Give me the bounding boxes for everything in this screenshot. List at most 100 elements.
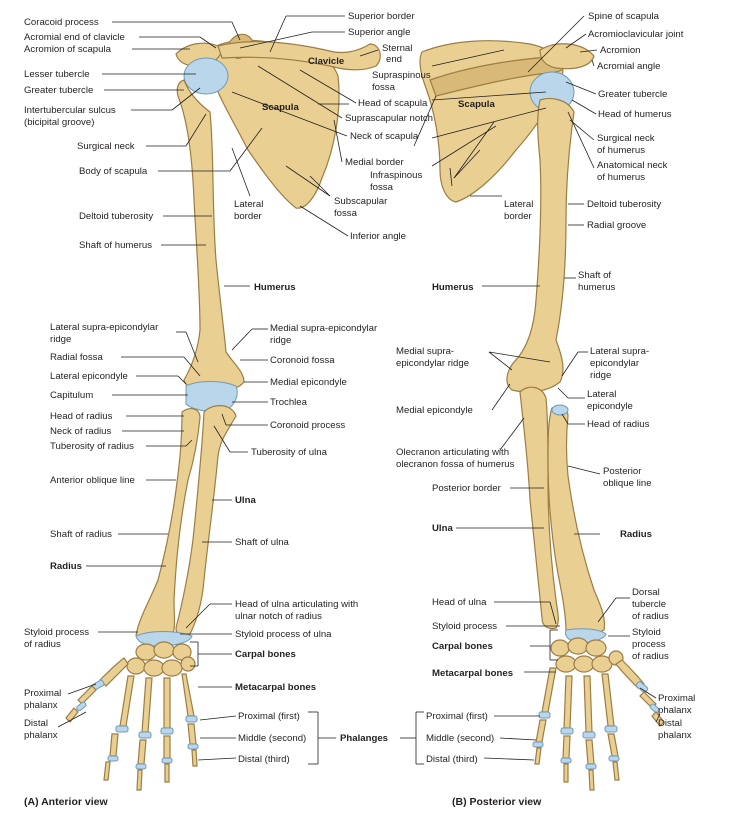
leader-lines bbox=[57, 15, 661, 765]
label-medial-epicondyle-posterior: Medial epicondyle bbox=[396, 405, 473, 416]
label-humerus-posterior: Humerus bbox=[432, 282, 474, 293]
label-anatomical-neck-2: of humerus bbox=[597, 172, 645, 183]
label-acromioclavicular-joint: Acromioclavicular joint bbox=[588, 29, 684, 40]
posterior-ulna bbox=[519, 386, 559, 630]
label-proximal-phalanx-posterior-2: phalanx bbox=[658, 705, 692, 716]
label-distal-third-posterior: Distal (third) bbox=[426, 754, 478, 765]
label-shaft-of-humerus-posterior: Shaft of bbox=[578, 270, 611, 281]
label-acromial-angle: Acromial angle bbox=[597, 61, 660, 72]
label-medial-epicondyle-anterior: Medial epicondyle bbox=[270, 377, 347, 388]
label-supraspinous: Supraspinous bbox=[372, 70, 431, 81]
label-metacarpal-bones-anterior: Metacarpal bones bbox=[235, 682, 316, 693]
anterior-trochlea-capitulum bbox=[185, 381, 238, 413]
label-head-of-radius-posterior: Head of radius bbox=[587, 419, 650, 430]
label-acromial-end-clavicle: Acromial end of clavicle bbox=[24, 32, 125, 43]
label-posterior-oblique-line-2: oblique line bbox=[603, 478, 652, 489]
label-ulnar-notch-of-radius: ulnar notch of radius bbox=[235, 611, 322, 622]
label-lateral-supra-epicondylar-ridge: Lateral supra-epicondylar bbox=[50, 322, 159, 333]
label-olecranon-fossa: olecranon fossa of humerus bbox=[396, 459, 515, 470]
label-proximal-first-posterior: Proximal (first) bbox=[426, 711, 488, 722]
label-radial-fossa: Radial fossa bbox=[50, 352, 103, 363]
label-lateral-supra-posterior-2: epicondylar bbox=[590, 358, 640, 369]
label-styloid-process-radius-posterior: Styloid bbox=[632, 627, 661, 638]
label-deltoid-tuberosity: Deltoid tuberosity bbox=[79, 211, 153, 222]
label-lateral-supra-ridge-2: ridge bbox=[50, 334, 71, 345]
posterior-fingers bbox=[532, 659, 665, 791]
label-ulna-anterior: Ulna bbox=[235, 495, 256, 506]
label-head-of-ulna-posterior: Head of ulna bbox=[432, 597, 487, 608]
label-medial-border: Medial border bbox=[345, 157, 404, 168]
label-anatomical-neck: Anatomical neck bbox=[597, 160, 668, 171]
label-posterior-border: Posterior border bbox=[432, 483, 502, 494]
label-lateral-supra-posterior-3: ridge bbox=[590, 370, 611, 381]
label-supraspinous-fossa: fossa bbox=[372, 82, 396, 93]
label-metacarpal-bones-posterior: Metacarpal bones bbox=[432, 668, 513, 679]
label-distal-third-anterior: Distal (third) bbox=[238, 754, 290, 765]
label-tuberosity-of-ulna: Tuberosity of ulna bbox=[251, 447, 328, 458]
label-inferior-angle: Inferior angle bbox=[350, 231, 406, 242]
label-head-of-scapula: Head of scapula bbox=[358, 98, 428, 109]
label-greater-tubercle: Greater tubercle bbox=[24, 85, 93, 96]
label-neck-of-radius: Neck of radius bbox=[50, 426, 112, 437]
label-radius-posterior: Radius bbox=[620, 529, 652, 540]
label-shaft-of-ulna: Shaft of ulna bbox=[235, 537, 290, 548]
label-proximal-phalanx-anterior: Proximal bbox=[24, 688, 61, 699]
label-neck-of-scapula: Neck of scapula bbox=[350, 131, 419, 142]
label-olecranon-articulating: Olecranon articulating with bbox=[396, 447, 509, 458]
caption-posterior-view: (B) Posterior view bbox=[452, 796, 542, 808]
label-styloid-process-radius-anterior: Styloid process bbox=[24, 627, 89, 638]
label-distal-phalanx-posterior-2: phalanx bbox=[658, 730, 692, 741]
anterior-humeral-head bbox=[183, 57, 229, 95]
label-lateral-supra-posterior: Lateral supra- bbox=[590, 346, 649, 357]
label-head-of-ulna-articulating: Head of ulna articulating with bbox=[235, 599, 358, 610]
anterior-bones bbox=[65, 33, 381, 791]
label-infraspinous: Infraspinous bbox=[370, 170, 422, 181]
label-middle-second-posterior: Middle (second) bbox=[426, 733, 494, 744]
label-middle-second-anterior: Middle (second) bbox=[238, 733, 306, 744]
label-medial-supra-posterior-2: epicondylar ridge bbox=[396, 358, 469, 369]
label-lesser-tubercle: Lesser tubercle bbox=[24, 69, 90, 80]
label-ulna-posterior: Ulna bbox=[432, 523, 453, 534]
label-lateral-border-posterior: Lateral bbox=[504, 199, 533, 210]
label-phalanges: Phalanges bbox=[340, 733, 388, 744]
label-tuberosity-of-radius: Tuberosity of radius bbox=[50, 441, 134, 452]
label-proximal-phalanx-posterior: Proximal bbox=[658, 693, 695, 704]
label-acromion-posterior: Acromion bbox=[600, 45, 641, 56]
label-trochlea: Trochlea bbox=[270, 397, 308, 408]
label-carpal-bones-anterior: Carpal bones bbox=[235, 649, 296, 660]
anterior-ulna bbox=[175, 405, 237, 637]
label-styloid-of-radius-anterior: of radius bbox=[24, 639, 61, 650]
label-bicipital-groove: (bicipital groove) bbox=[24, 117, 94, 128]
label-head-of-humerus: Head of humerus bbox=[598, 109, 672, 120]
label-lateral-border: Lateral bbox=[234, 199, 263, 210]
label-coronoid-process: Coronoid process bbox=[270, 420, 345, 431]
label-radius-anterior: Radius bbox=[50, 561, 82, 572]
label-anterior-oblique-line: Anterior oblique line bbox=[50, 475, 135, 486]
anterior-clavicle bbox=[217, 41, 381, 71]
label-clavicle: Clavicle bbox=[308, 56, 344, 67]
label-suprascapular-notch: Suprascapular notch bbox=[345, 113, 433, 124]
label-shaft-of-humerus: Shaft of humerus bbox=[79, 240, 152, 251]
label-body-of-scapula: Body of scapula bbox=[79, 166, 148, 177]
label-distal-phalanx-anterior-2: phalanx bbox=[24, 730, 58, 741]
posterior-bones bbox=[419, 40, 665, 791]
label-lateral-epicondyle-posterior-2: epicondyle bbox=[587, 401, 633, 412]
label-dorsal-tubercle-3: of radius bbox=[632, 611, 669, 622]
label-scapula-posterior: Scapula bbox=[458, 99, 495, 110]
label-carpal-bones-posterior: Carpal bones bbox=[432, 641, 493, 652]
label-sternal-end: end bbox=[386, 54, 402, 65]
anterior-humerus bbox=[176, 79, 245, 393]
label-medial-supra-ridge-2: ridge bbox=[270, 335, 291, 346]
label-lateral-border-2: border bbox=[234, 211, 263, 222]
label-sternal: Sternal bbox=[382, 43, 412, 54]
label-surgical-neck: Surgical neck bbox=[77, 141, 135, 152]
label-posterior-oblique-line: Posterior bbox=[603, 466, 642, 477]
label-coracoid-process: Coracoid process bbox=[24, 17, 99, 28]
label-capitulum: Capitulum bbox=[50, 390, 93, 401]
label-styloid-process-radius-posterior-2: process bbox=[632, 639, 666, 650]
label-head-of-radius-anterior: Head of radius bbox=[50, 411, 113, 422]
label-subscapular: Subscapular bbox=[334, 196, 388, 207]
label-medial-supra-epicondylar-ridge: Medial supra-epicondylar bbox=[270, 323, 378, 334]
